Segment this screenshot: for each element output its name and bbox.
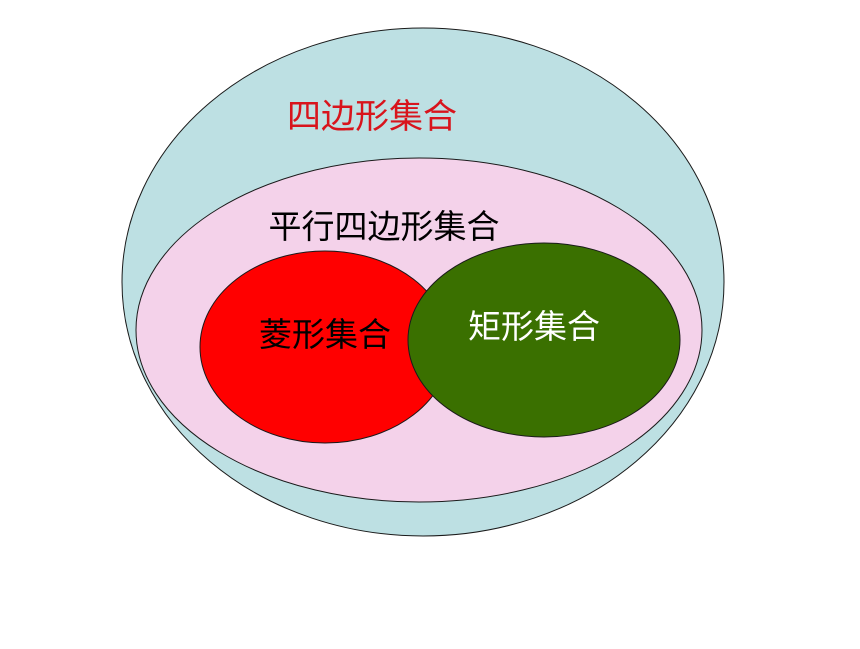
rectangle-set-label: 矩形集合 [468,307,600,346]
parallelogram-set-label: 平行四边形集合 [269,207,500,246]
rhombus-set-label: 菱形集合 [259,315,391,354]
quadrilateral-set-label: 四边形集合 [287,97,457,137]
rectangle-set-ellipse [407,242,681,438]
